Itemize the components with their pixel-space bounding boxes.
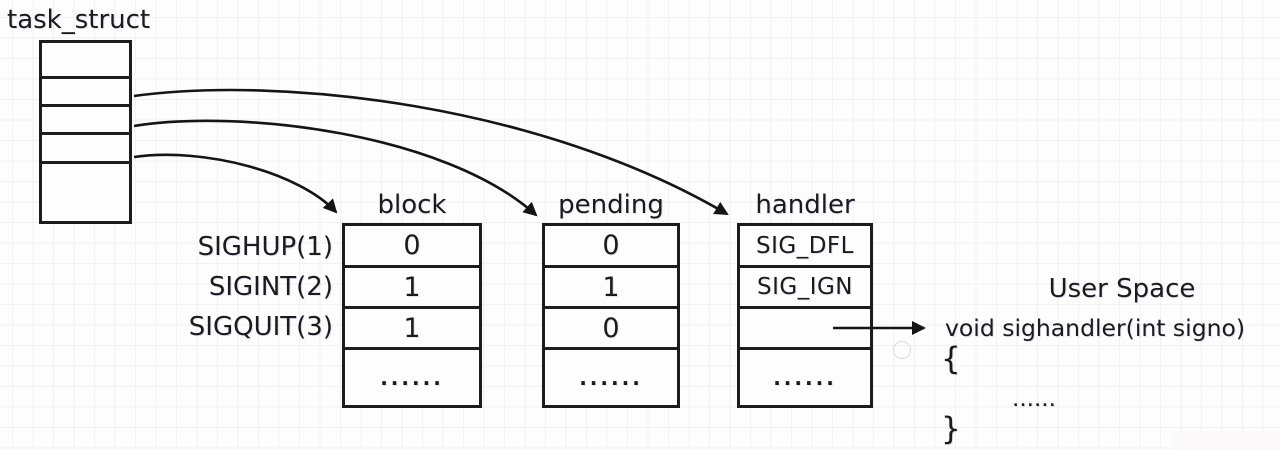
block-cell-sigquit: 1 — [345, 309, 479, 350]
task-struct-field-pending-ptr — [42, 107, 129, 135]
function-body-ellipsis: ...... — [1013, 394, 1057, 410]
handler-cell-sigint: SIG_IGN — [740, 268, 870, 309]
task-struct-field-block-ptr — [42, 79, 129, 107]
task-struct-field-handler-ptr — [42, 135, 129, 164]
watermark-smudge — [1172, 431, 1280, 450]
pending-cell-ellipsis: ...... — [579, 365, 643, 390]
watermark-circle — [893, 341, 911, 359]
block-table-header: block — [377, 190, 447, 220]
handler-table-header: handler — [755, 190, 855, 220]
signal-row-label-sigint: SIGINT(2) — [208, 272, 333, 302]
task-struct-field — [42, 164, 129, 221]
handler-cell-sighup: SIG_DFL — [740, 226, 870, 268]
pending-table: 0 1 0 ...... — [542, 223, 680, 408]
task-struct-field — [42, 43, 129, 79]
pending-cell-sighup: 0 — [545, 226, 677, 268]
function-close-brace: } — [941, 411, 961, 447]
task-struct-box — [39, 40, 132, 224]
handler-cell-sigquit — [740, 309, 870, 350]
function-open-brace: { — [941, 341, 961, 377]
arrow-task-to-block — [133, 153, 338, 214]
block-cell-sighup: 0 — [345, 226, 479, 268]
block-cell-ellipsis: ...... — [380, 365, 444, 390]
block-cell-sigint: 1 — [345, 268, 479, 309]
task-struct-label: task_struct — [7, 5, 151, 35]
pending-table-header: pending — [558, 190, 664, 220]
user-space-heading: User Space — [1048, 274, 1196, 304]
pending-cell-sigint: 1 — [545, 268, 677, 309]
pending-cell-sigquit: 0 — [545, 309, 677, 350]
sighandler-function-signature: void sighandler(int signo) — [945, 314, 1246, 342]
handler-cell-ellipsis: ...... — [773, 365, 837, 390]
signal-row-label-sighup: SIGHUP(1) — [197, 232, 333, 262]
signal-row-label-sigquit: SIGQUIT(3) — [188, 312, 333, 342]
block-table: 0 1 1 ...... — [342, 223, 482, 408]
handler-table: SIG_DFL SIG_IGN ...... — [737, 223, 873, 408]
